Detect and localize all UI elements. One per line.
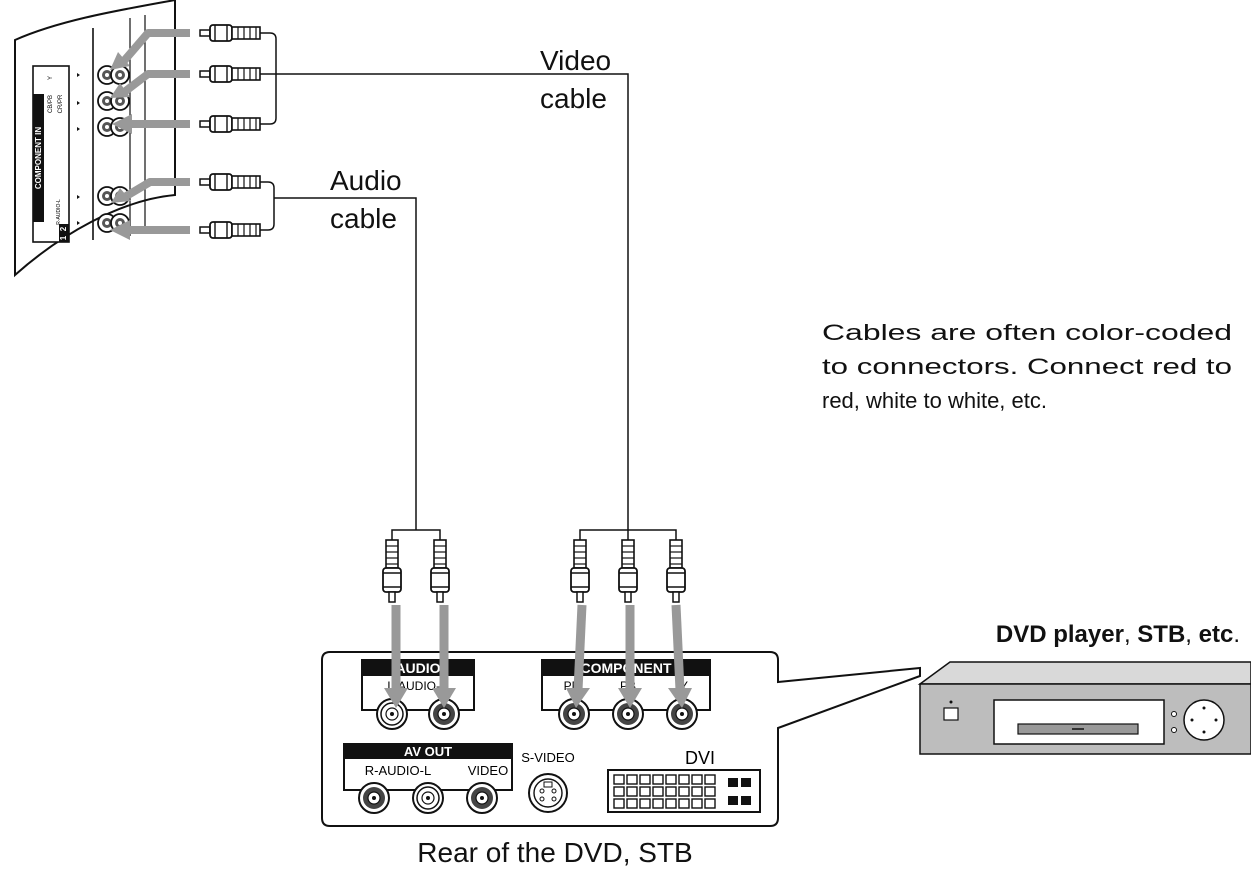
av-out-jack-r — [358, 782, 390, 814]
audio-jack-l — [376, 698, 408, 730]
tv-panel: COMPONENT IN Y CB/PB CR/PR R-AUDIO-L 1 2 — [14, 0, 176, 278]
tv-label-audio: R-AUDIO-L — [56, 199, 62, 225]
tv-label-cr: CR/PR — [58, 94, 64, 113]
dvi-pin — [704, 786, 716, 797]
dvi-pin — [704, 774, 716, 785]
jog-dial-icon — [1183, 699, 1225, 741]
dvi-pin — [665, 798, 677, 809]
rear-panel: AUDIO L-AUDIO-R COMPONENT PR PB Y AV OUT… — [321, 651, 921, 827]
device-title-sep2: , — [1185, 621, 1198, 648]
dvi-analog-pin — [728, 778, 738, 787]
dvi-pin — [626, 774, 638, 785]
dvi-pin — [613, 774, 625, 785]
tv-component-header: COMPONENT IN — [34, 127, 43, 189]
dvi-analog-pin — [741, 796, 751, 805]
dvi-pin — [678, 798, 690, 809]
dvi-pin — [613, 798, 625, 809]
tv-label-cb: CB/PB — [48, 95, 54, 113]
av-out-header: AV OUT — [404, 744, 452, 759]
dvi-pin — [639, 798, 651, 809]
device-title-dvd: DVD player — [996, 621, 1124, 648]
audio-header: AUDIO — [395, 660, 440, 676]
s-video-port: S-VIDEO — [521, 750, 575, 813]
av-out-jack-video — [466, 782, 498, 814]
dvi-pin — [691, 786, 703, 797]
dvi-analog-pin — [728, 796, 738, 805]
audio-cable — [260, 181, 441, 540]
av-out-jack-l — [412, 782, 444, 814]
dvi-port: DVI — [607, 748, 761, 813]
dvi-pin — [678, 774, 690, 785]
dvi-pin — [626, 798, 638, 809]
rear-caption: Rear of the DVD, STB — [417, 837, 692, 868]
device-title-etc: etc — [1199, 621, 1234, 648]
color-code-note-line1: Cables are often color-coded — [822, 320, 1232, 345]
dvi-pin — [691, 798, 703, 809]
dvi-pin — [639, 786, 651, 797]
tv-number-2: 2 — [59, 226, 68, 231]
dvi-pin — [704, 798, 716, 809]
video-cable — [260, 32, 677, 540]
dvi-pin — [678, 786, 690, 797]
video-cable-label-line1: Video — [540, 45, 611, 76]
dvi-pin — [652, 786, 664, 797]
dvi-pin — [639, 774, 651, 785]
audio-plugs — [382, 539, 450, 603]
s-video-label: S-VIDEO — [521, 750, 574, 765]
video-cable-label-line2: cable — [540, 83, 607, 114]
device-title: DVD player, STB, etc. — [996, 621, 1240, 648]
color-code-note-line3: red, white to white, etc. — [822, 388, 1047, 413]
dvi-pin — [691, 774, 703, 785]
av-out-audio-label: R-AUDIO-L — [365, 763, 431, 778]
dvi-pin — [652, 774, 664, 785]
dvd-player-device — [917, 661, 1251, 755]
tv-label-y: Y — [48, 76, 54, 80]
dvi-analog-pin — [741, 778, 751, 787]
tv-insert-arrows — [119, 29, 190, 234]
audio-cable-label-line1: Audio — [330, 165, 402, 196]
power-button-icon — [943, 707, 959, 721]
dvi-pin — [652, 798, 664, 809]
rear-insert-arrows — [384, 604, 692, 708]
device-title-stb: STB — [1137, 621, 1185, 648]
tv-number-1: 1 — [59, 235, 68, 240]
dvi-label: DVI — [685, 748, 715, 768]
video-plugs — [570, 539, 686, 603]
av-out-video-label: VIDEO — [468, 763, 508, 778]
dvi-pin — [665, 774, 677, 785]
dvi-pin — [626, 786, 638, 797]
tv-plugs — [199, 24, 261, 239]
dvi-pin — [613, 786, 625, 797]
device-title-end: . — [1233, 621, 1240, 648]
av-out-block: AV OUT R-AUDIO-L VIDEO — [343, 743, 513, 814]
dvi-pin — [665, 786, 677, 797]
color-code-note-line2: to connectors. Connect red to — [822, 354, 1232, 379]
device-title-sep1: , — [1124, 621, 1137, 648]
audio-cable-label-line2: cable — [330, 203, 397, 234]
